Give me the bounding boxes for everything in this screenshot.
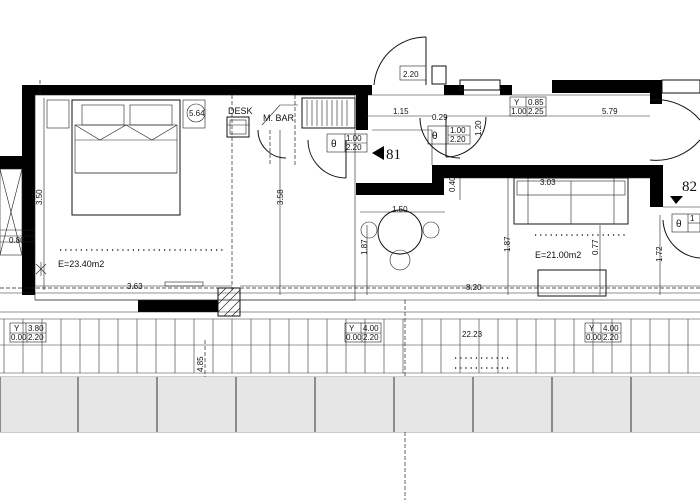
room-number-81: 81 bbox=[386, 147, 401, 163]
north-arrow-icon bbox=[35, 262, 47, 276]
walls bbox=[0, 80, 663, 312]
window-height-label: 2.20 bbox=[403, 70, 419, 79]
svg-text:1: 1 bbox=[690, 214, 695, 223]
dim-029: 0.29 bbox=[432, 113, 448, 122]
bed bbox=[46, 99, 206, 216]
svg-text:θ: θ bbox=[331, 139, 337, 150]
dining-table bbox=[360, 209, 440, 271]
door-tag-b: θ 1.00 2.20 bbox=[427, 125, 471, 145]
svg-text:0.00: 0.00 bbox=[11, 333, 27, 342]
svg-text:3.80: 3.80 bbox=[28, 324, 44, 333]
window-tag-1: Y 3.80 0.00 2.20 bbox=[9, 322, 47, 343]
dim-187-b: 1.87 bbox=[503, 236, 512, 252]
svg-text:Y: Y bbox=[514, 98, 520, 107]
door-tag-c: θ 1 bbox=[671, 213, 700, 233]
svg-text:Y: Y bbox=[14, 324, 20, 333]
dim-350: 3.50 bbox=[35, 189, 44, 205]
svg-text:Y: Y bbox=[349, 324, 355, 333]
svg-text:Y: Y bbox=[589, 324, 595, 333]
hatched-blocks bbox=[431, 65, 700, 94]
door-swings bbox=[257, 36, 700, 259]
svg-text:1.00: 1.00 bbox=[511, 107, 527, 116]
dim-150: 1.50 bbox=[392, 205, 408, 214]
room-number-82: 82 bbox=[682, 179, 697, 195]
window-tag-3: Y 4.00 0.00 2.20 bbox=[584, 322, 622, 343]
dim-485: 4.85 bbox=[196, 356, 205, 372]
dim-115: 1.15 bbox=[393, 107, 409, 116]
dim-358: 3.58 bbox=[276, 189, 285, 205]
lamp-icon bbox=[186, 103, 206, 123]
sideboard bbox=[537, 269, 607, 297]
svg-text:2.20: 2.20 bbox=[346, 143, 362, 152]
svg-text:2.20: 2.20 bbox=[363, 333, 379, 342]
door-tag-a: θ 1.00 2.20 bbox=[326, 133, 368, 153]
svg-text:1.00: 1.00 bbox=[450, 126, 466, 135]
dim-080: 0.80 bbox=[9, 236, 25, 245]
dim-077: 0.77 bbox=[591, 239, 600, 255]
dim-2223: 22.23 bbox=[462, 330, 483, 339]
svg-text:1.00: 1.00 bbox=[346, 134, 362, 143]
window-tag-top: Y 0.85 1.00 2.25 bbox=[509, 96, 547, 117]
dim-040: 0.40 bbox=[448, 176, 457, 192]
minibar-unit bbox=[261, 97, 356, 129]
svg-text:0.00: 0.00 bbox=[586, 333, 602, 342]
svg-text:2.20: 2.20 bbox=[450, 135, 466, 144]
dim-172: 1.72 bbox=[655, 246, 664, 262]
dim-303: 3.03 bbox=[540, 178, 556, 187]
ground-band-segments bbox=[0, 377, 632, 432]
dim-363: 3.63 bbox=[127, 282, 143, 291]
room-81-arrow-icon bbox=[372, 146, 384, 160]
svg-text:4.00: 4.00 bbox=[603, 324, 619, 333]
room-82-arrow-icon bbox=[670, 196, 683, 204]
svg-text:θ: θ bbox=[432, 131, 438, 142]
dim-120: 1.20 bbox=[474, 120, 483, 136]
svg-text:2.20: 2.20 bbox=[603, 333, 619, 342]
svg-text:2.20: 2.20 bbox=[28, 333, 44, 342]
svg-text:θ: θ bbox=[676, 219, 682, 230]
area-right-label: E=21.00m2 bbox=[535, 250, 581, 260]
area-left-label: E=23.40m2 bbox=[58, 259, 104, 269]
svg-text:0.00: 0.00 bbox=[346, 333, 362, 342]
svg-text:4.00: 4.00 bbox=[363, 324, 379, 333]
dim-187-a: 1.87 bbox=[360, 239, 369, 255]
window-tag-2: Y 4.00 0.00 2.20 bbox=[344, 322, 382, 343]
ledge bbox=[164, 281, 204, 287]
outline-lines bbox=[0, 92, 700, 313]
lamp-label: 5.64 bbox=[189, 109, 205, 118]
desk-label: DESK bbox=[228, 106, 253, 116]
dim-820: 8.20 bbox=[466, 283, 482, 292]
minibar-label: M. BAR bbox=[263, 113, 295, 123]
svg-text:2.25: 2.25 bbox=[528, 107, 544, 116]
sofa bbox=[513, 177, 629, 225]
facade-grid-verticals bbox=[3, 319, 689, 373]
svg-text:0.85: 0.85 bbox=[528, 98, 544, 107]
column-hatch bbox=[217, 287, 241, 317]
desk-chair bbox=[226, 116, 250, 138]
dim-579: 5.79 bbox=[602, 107, 618, 116]
ground-band bbox=[0, 377, 700, 432]
